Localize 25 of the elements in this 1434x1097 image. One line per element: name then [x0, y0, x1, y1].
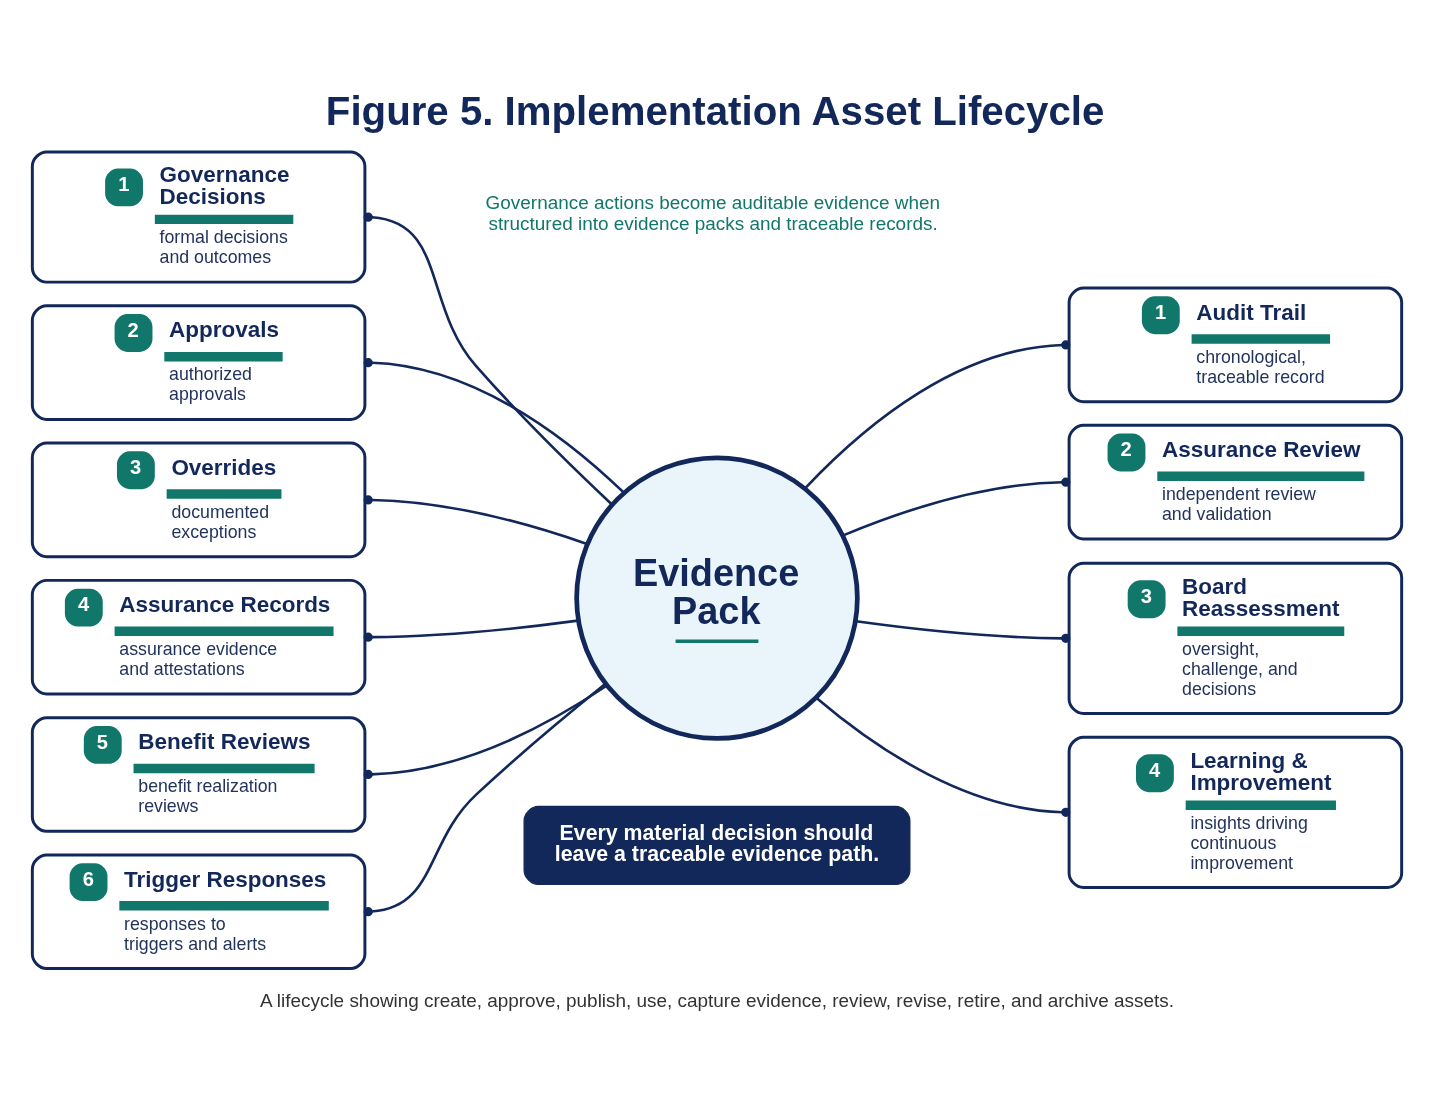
node-box: 3 Board Reassessment oversight, challenge, and decisions: [1067, 561, 1404, 715]
node-box: 2 Approvals authorized approvals: [30, 303, 367, 421]
node-circle: Evidence Pack: [574, 454, 860, 741]
node-box: 5 Benefit Reviews benefit realization reviews: [30, 715, 367, 833]
connector: [363, 684, 608, 779]
connector: [855, 619, 1071, 643]
connector: [363, 618, 579, 642]
connector: [363, 494, 588, 545]
connector: [363, 682, 607, 916]
connector: [815, 696, 1071, 817]
diagram-title: Figure 5. Implementation Asset Lifecycle: [325, 88, 1105, 134]
connector: [363, 212, 613, 505]
node-box: 1 Governance Decisions formal decisions and outcomes: [30, 149, 367, 284]
node-box: 6 Trigger Responses responses to triggers and alerts: [30, 852, 367, 970]
connector: [363, 357, 625, 493]
node-box: 1 Audit Trail chronological, traceable record: [1067, 286, 1404, 403]
node-box: 2 Assurance Review independent review and validation: [1067, 423, 1404, 540]
connector: [804, 339, 1071, 489]
label: Governance actions become auditable evidence when structured into evidence packs and traceable records.: [485, 191, 941, 234]
node-box: Every material decision should leave a traceable evidence path.: [523, 805, 911, 885]
node-box: 4 Learning & Improvement insights driving continuous improvement: [1067, 735, 1404, 889]
caption: A lifecycle showing create, approve, publish, use, capture evidence, review, revise, retire, and archive assets.: [260, 989, 1174, 1011]
node-box: 3 Overrides documented exceptions: [30, 441, 367, 558]
node-box: 4 Assurance Records assurance evidence and attestations: [30, 578, 367, 695]
connector: [842, 477, 1071, 537]
